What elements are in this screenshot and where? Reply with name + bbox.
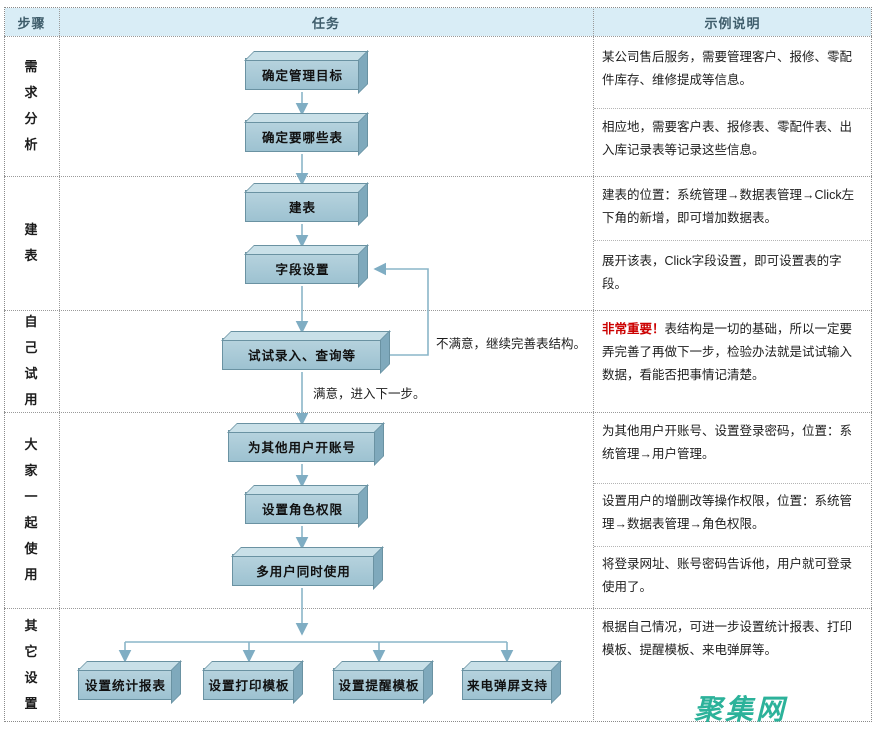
note-tables-needed: 相应地，需要客户表、报修表、零配件表、出入库记录表等记录这些信息。 [602,116,864,162]
note-separator [594,240,872,241]
flow-box-role-permissions: 设置角色权限 [245,492,360,524]
note-other-settings: 根据自己情况，可进一步设置统计报表、打印模板、提醒模板、来电弹屏等。 [602,616,864,662]
flow-box-multi-user: 多用户同时使用 [232,554,375,586]
table-border [4,7,872,722]
note-highlight: 非常重要！ [602,322,665,336]
note-text: 展开该表，Click字段设置，即可设置表的字段。 [602,254,842,291]
header-example: 示例说明 [704,15,761,31]
header-background [5,8,871,36]
header-task: 任务 [311,15,340,31]
row-separator [4,310,872,311]
note-separator [594,483,872,484]
note-separator [594,546,872,547]
note-text: 为其他用户开账号、设置登录密码，位置：系统管理→用户管理。 [602,424,853,461]
flow-box-label: 字段设置 [275,262,330,277]
flow-box-field-settings: 字段设置 [245,252,360,284]
step-label-create-table: 建表 [24,222,38,263]
flow-box-create-accounts: 为其他用户开账号 [228,430,376,462]
flow-box-label: 设置统计报表 [84,678,166,693]
flow-box-label: 设置角色权限 [261,502,343,517]
row-separator [4,176,872,177]
flow-box-call-popup: 来电弹屏支持 [462,668,553,700]
note-create-table-location: 建表的位置：系统管理→数据表管理→Click左下角的新增，即可增加数据表。 [602,184,864,230]
column-separator [593,7,594,722]
flow-box-label: 试试录入、查询等 [247,348,356,363]
flow-box-report-settings: 设置统计报表 [78,668,173,700]
column-separator [59,7,60,722]
note-text: 表结构是一切的基础，所以一定要弄完善了再做下一步，检验办法就是试试输入数据，看能… [602,322,853,382]
note-text: 根据自己情况，可进一步设置统计报表、打印模板、提醒模板、来电弹屏等。 [602,620,853,657]
flow-box-label: 确定管理目标 [261,68,343,83]
note-text: 某公司售后服务，需要管理客户、报修、零配件库存、维修提成等信息。 [602,50,853,87]
note-field-settings: 展开该表，Click字段设置，即可设置表的字段。 [602,250,864,296]
flow-box-label: 设置打印模板 [208,678,290,693]
flow-box-decide-tables: 确定要哪些表 [245,120,360,152]
flow-box-label: 设置提醒模板 [338,678,420,693]
header-step: 步骤 [17,15,46,31]
note-permissions: 设置用户的增删改等操作权限，位置：系统管理→数据表管理→角色权限。 [602,490,864,536]
row-separator [4,412,872,413]
note-requirement-example: 某公司售后服务，需要管理客户、报修、零配件库存、维修提成等信息。 [602,46,864,92]
flow-box-set-goal: 确定管理目标 [245,58,360,90]
flow-box-print-template: 设置打印模板 [203,668,295,700]
note-text: 设置用户的增删改等操作权限，位置：系统管理→数据表管理→角色权限。 [602,494,853,531]
note-text: 相应地，需要客户表、报修表、零配件表、出入库记录表等记录这些信息。 [602,120,853,157]
step-label-other-settings: 其它设置 [24,618,38,711]
flow-box-label: 确定要哪些表 [261,130,343,145]
note-separator [594,108,872,109]
note-text: 建表的位置：系统管理→数据表管理→Click左下角的新增，即可增加数据表。 [602,188,855,225]
row-separator [4,608,872,609]
note-login-info: 将登录网址、账号密码告诉他，用户就可登录使用了。 [602,553,864,599]
step-label-requirement: 需求分析 [24,59,38,152]
flow-box-label: 建表 [288,200,316,215]
flow-box-label: 多用户同时使用 [256,564,351,579]
note-text: 将登录网址、账号密码告诉他，用户就可登录使用了。 [602,557,853,594]
juji-logo: 聚集网 [694,694,788,725]
row-separator [4,36,872,37]
flow-box-create-table: 建表 [245,190,360,222]
edge-label-satisfied: 满意，进入下一步。 [313,387,426,401]
note-create-accounts: 为其他用户开账号、设置登录密码，位置：系统管理→用户管理。 [602,420,864,466]
step-label-use-together: 大家一起使用 [24,437,38,582]
flow-box-try-input-query: 试试录入、查询等 [222,338,382,370]
step-label-self-trial: 自己试用 [24,314,38,407]
flow-box-reminder-template: 设置提醒模板 [333,668,425,700]
note-very-important: 非常重要！表结构是一切的基础，所以一定要弄完善了再做下一步，检验办法就是试试输入… [602,318,864,387]
edge-label-unsatisfied: 不满意，继续完善表结构。 [436,337,587,351]
flow-box-label: 为其他用户开账号 [247,440,356,455]
flow-box-label: 来电弹屏支持 [466,678,548,693]
